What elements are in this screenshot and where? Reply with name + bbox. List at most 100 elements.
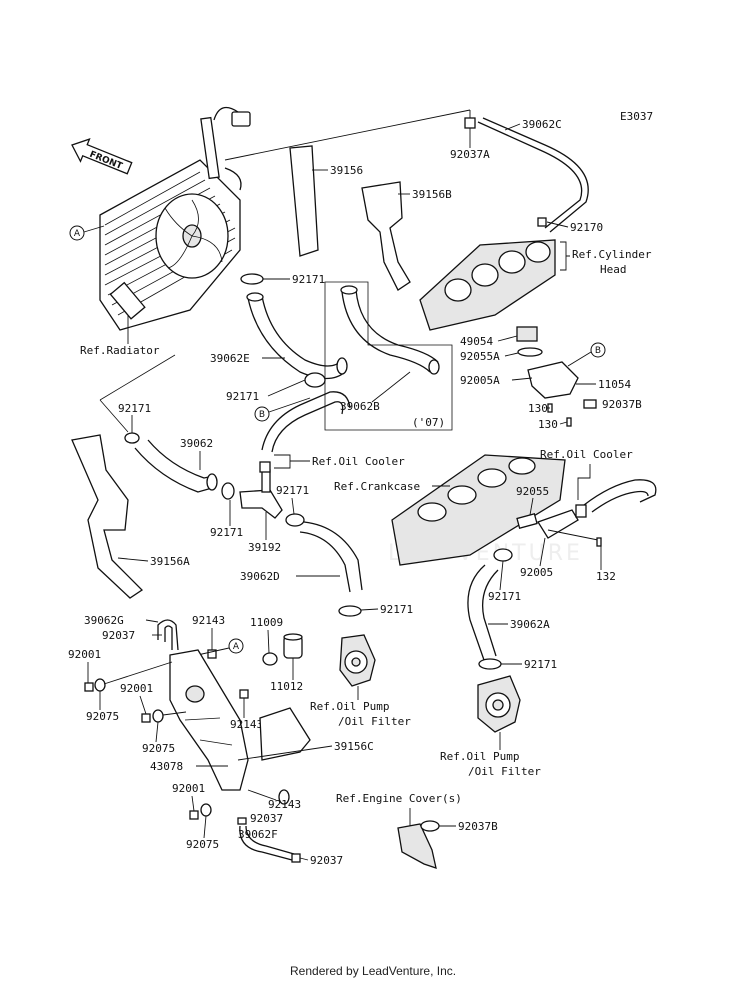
label-39062F: 39062F bbox=[238, 828, 278, 841]
hose-39062B bbox=[341, 291, 431, 373]
label-92170: 92170 bbox=[570, 221, 603, 234]
hose-39062D bbox=[299, 531, 351, 593]
label-92075-c: 92075 bbox=[186, 838, 219, 851]
gasket-11009 bbox=[262, 652, 278, 666]
engine-cover-bracket bbox=[397, 823, 437, 869]
label-92001-b: 92001 bbox=[120, 682, 153, 695]
label-11009: 11009 bbox=[250, 616, 283, 629]
ref-oil-pump-right: Ref.Oil Pump bbox=[440, 750, 519, 763]
cylinder-head bbox=[419, 239, 556, 331]
oring-92055 bbox=[516, 513, 538, 529]
label-92055: 92055 bbox=[516, 485, 549, 498]
grommet-92143-c bbox=[278, 789, 290, 805]
label-92037B-b: 92037B bbox=[458, 820, 498, 833]
callout-b-left: B bbox=[254, 397, 311, 422]
oring-92055A bbox=[517, 347, 543, 357]
hose-upper-joint bbox=[261, 391, 351, 451]
ref-cylinder-head: Ref.Cylinder bbox=[572, 248, 652, 261]
front-arrow-icon: FRONT bbox=[71, 138, 133, 175]
label-92037A: 92037A bbox=[450, 148, 490, 161]
hose-39062E bbox=[247, 297, 346, 380]
guard-39156A bbox=[71, 434, 144, 599]
label-92005: 92005 bbox=[520, 566, 553, 579]
label-39062: 39062 bbox=[180, 437, 213, 450]
label-92055A: 92055A bbox=[460, 350, 500, 363]
clamp-92171-top bbox=[240, 273, 264, 285]
label-92171-d: 92171 bbox=[276, 484, 309, 497]
label-07: ('07) bbox=[412, 416, 445, 429]
clamp-92171-g bbox=[338, 605, 362, 617]
callout-b-right: B bbox=[567, 342, 606, 367]
label-92171-e: 92171 bbox=[488, 590, 521, 603]
hose-39062 bbox=[134, 447, 213, 493]
bolt-92001-b bbox=[141, 713, 151, 723]
label-92037-a: 92037 bbox=[102, 629, 135, 642]
label-92075-a: 92075 bbox=[86, 710, 119, 723]
clamp-92171-d bbox=[285, 513, 305, 527]
hose-oil-cooler-right bbox=[583, 479, 657, 506]
label-92171-top: 92171 bbox=[292, 273, 325, 286]
fitting-92005 bbox=[537, 509, 579, 539]
label-92143-c: 92143 bbox=[268, 798, 301, 811]
svg-text:A: A bbox=[233, 642, 240, 652]
label-92005A: 92005A bbox=[460, 374, 500, 387]
ref-oil-cooler-left: Ref.Oil Cooler bbox=[312, 455, 405, 468]
guard-39156B bbox=[361, 181, 411, 291]
ref-crankcase: Ref.Crankcase bbox=[334, 480, 420, 493]
clip-92037B-r bbox=[583, 399, 597, 409]
hose-39062C bbox=[477, 121, 583, 229]
oil-pump-right bbox=[477, 675, 521, 733]
clip-92037-b bbox=[237, 817, 247, 825]
label-39192: 39192 bbox=[248, 541, 281, 554]
footer-credit: Rendered by LeadVenture, Inc. bbox=[290, 964, 456, 978]
clamp-92171-l bbox=[124, 432, 140, 444]
label-11054: 11054 bbox=[598, 378, 631, 391]
clamp-92171-f bbox=[478, 658, 502, 670]
label-92001-a: 92001 bbox=[68, 648, 101, 661]
label-132: 132 bbox=[596, 570, 616, 583]
hose-39062A bbox=[467, 564, 486, 661]
label-92171-g: 92171 bbox=[380, 603, 413, 616]
clamp-92171-b bbox=[304, 372, 326, 388]
svg-text:B: B bbox=[595, 346, 601, 356]
oil-pump-left bbox=[339, 634, 376, 687]
label-92171-b: 92171 bbox=[226, 390, 259, 403]
callout-a-top: A bbox=[69, 225, 105, 241]
ref-oil-cooler-right: Ref.Oil Cooler bbox=[540, 448, 633, 461]
label-92037-c: 92037 bbox=[310, 854, 343, 867]
clip-92037A bbox=[464, 117, 476, 129]
grommet-92143-b bbox=[239, 689, 249, 699]
bolt-92001-c bbox=[189, 810, 199, 820]
label-92143-b: 92143 bbox=[230, 718, 263, 731]
label-39156C: 39156C bbox=[334, 740, 374, 753]
label-92001-c: 92001 bbox=[172, 782, 205, 795]
radiator-assembly bbox=[99, 106, 251, 331]
label-39156B: 39156B bbox=[412, 188, 452, 201]
clamp-92171-e bbox=[493, 548, 513, 562]
label-11012: 11012 bbox=[270, 680, 303, 693]
collar-92075-a bbox=[94, 678, 106, 692]
label-39156A: 39156A bbox=[150, 555, 190, 568]
crankcase bbox=[391, 454, 566, 566]
collar-92075-b bbox=[152, 709, 164, 723]
label-39062D: 39062D bbox=[240, 570, 280, 583]
thermostat-49054 bbox=[516, 326, 538, 342]
label-39062C: 39062C bbox=[522, 118, 562, 131]
ref-cylinder-head-2: Head bbox=[600, 263, 627, 276]
svg-text:B: B bbox=[259, 410, 265, 420]
label-92037-b: 92037 bbox=[250, 812, 283, 825]
label-92171-c: 92171 bbox=[210, 526, 243, 539]
collar-92075-c bbox=[200, 803, 212, 817]
hose-39062G bbox=[157, 619, 179, 651]
ref-oil-pump-left: Ref.Oil Pump bbox=[310, 700, 389, 713]
label-39156: 39156 bbox=[330, 164, 363, 177]
label-92171-l: 92171 bbox=[118, 402, 151, 415]
hose-39062F bbox=[239, 825, 293, 861]
clamp-92171-c bbox=[221, 482, 235, 500]
label-130-a: 130 bbox=[528, 402, 548, 415]
ref-oil-filter-right: /Oil Filter bbox=[468, 765, 541, 778]
clip-92037B-b bbox=[420, 820, 440, 832]
diagram-code: E3037 bbox=[620, 110, 653, 123]
